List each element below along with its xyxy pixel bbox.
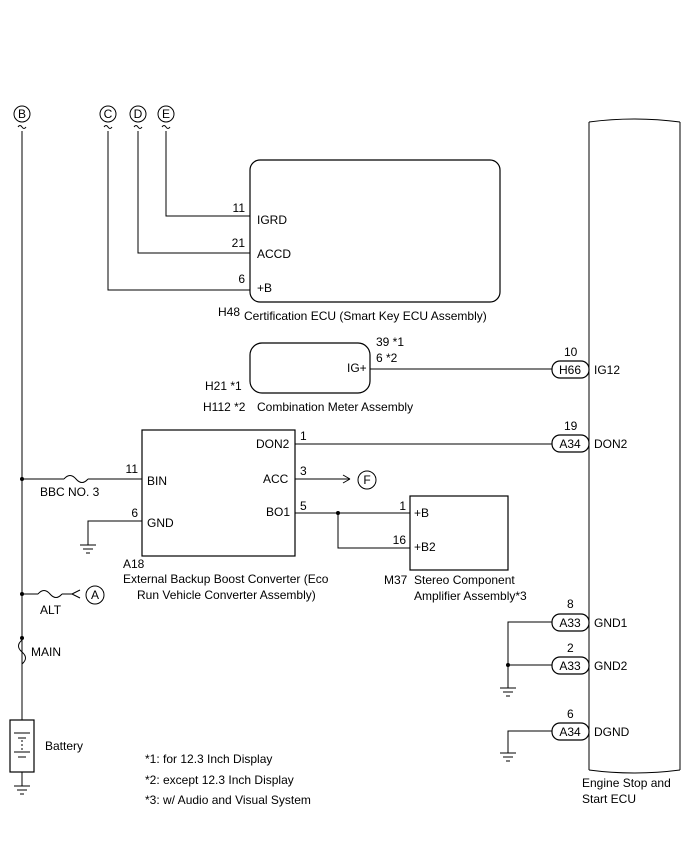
connector-e: E <box>157 105 175 129</box>
converter-code: A18 <box>123 557 145 571</box>
engine-pin-gnd2: A33 2 GND2 <box>551 641 628 675</box>
meter-code-2: H112 *2 <box>203 400 246 414</box>
battery-symbol: Battery <box>9 719 83 795</box>
engine_ecu-pins-2-conn: A33 <box>559 616 581 630</box>
amp-pin-num-b: 1 <box>399 499 406 513</box>
fuses-main: MAIN <box>31 645 61 659</box>
amp-pin-num-b2: 16 <box>393 533 407 547</box>
meter-pin-num-1: 39 *1 <box>376 335 404 349</box>
cert-pin-label-b: +B <box>257 281 272 295</box>
wire-c-b <box>107 131 250 291</box>
engine-pin-dgnd: A34 6 DGND <box>551 707 630 741</box>
engine-ecu-name-line1: Engine Stop and <box>582 776 671 790</box>
fuse-bbc-no3: BBC NO. 3 <box>22 475 142 499</box>
conv-pin-label-bo1: BO1 <box>266 505 290 519</box>
wire-gnd1-gnd2 <box>507 621 552 688</box>
engine_ecu-pins-3-num: 2 <box>567 641 574 655</box>
amp-pin-label-b: +B <box>414 506 429 520</box>
converter-name-line1: External Backup Boost Converter (Eco <box>123 572 329 586</box>
note-1: *1: for 12.3 Inch Display <box>145 752 272 766</box>
cert-pin-num-igrd: 11 <box>233 201 246 215</box>
fuse-main: MAIN <box>18 639 61 665</box>
wire-conv-gnd <box>87 520 142 545</box>
cert-ecu-name: Certification ECU (Smart Key ECU Assembl… <box>244 309 487 323</box>
conv-pin-label-bin: BIN <box>147 474 167 488</box>
connectors-f: F <box>363 473 370 487</box>
engine-ecu-name-line2: Start ECU <box>582 792 636 806</box>
wire-dgnd <box>507 730 552 753</box>
engine_ecu-pins-1-conn: A34 <box>559 437 581 451</box>
cert-pin-num-b: 6 <box>238 272 245 286</box>
combination-meter-box <box>249 342 371 394</box>
cert-ecu-code: H48 <box>218 305 240 319</box>
connector-f: F <box>357 470 377 490</box>
fuse-alt: ALT <box>22 589 81 617</box>
conv-pin-label-don2: DON2 <box>256 437 290 451</box>
note-2: *2: except 12.3 Inch Display <box>145 773 294 787</box>
amp-name-line2: Amplifier Assembly*3 <box>414 589 527 603</box>
engine_ecu-pins-4-label: DGND <box>594 725 630 739</box>
meter-code-1: H21 *1 <box>205 379 242 393</box>
engine_ecu-pins-3-label: GND2 <box>594 659 628 673</box>
amp-name-line1: Stereo Component <box>414 573 515 587</box>
conv-pin-num-bin: 11 <box>126 462 139 476</box>
cert-pin-label-igrd: IGRD <box>257 213 287 227</box>
connector-b: B <box>13 105 31 129</box>
engine-pin-gnd1: A33 8 GND1 <box>551 597 628 632</box>
engine_ecu-pins-1-label: DON2 <box>594 437 628 451</box>
wire-d-accd <box>137 131 250 254</box>
amp-pin-label-b2: +B2 <box>414 540 436 554</box>
engine-pin-don2: A34 19 DON2 <box>551 419 628 453</box>
conv-pin-label-gnd: GND <box>147 516 174 530</box>
engine_ecu-pins-4-num: 6 <box>567 707 574 721</box>
wire-bo1-b2 <box>337 513 410 549</box>
fuses-alt: ALT <box>40 603 62 617</box>
engine_ecu-pins-0-conn: H66 <box>559 363 581 377</box>
engine_ecu-pins-0-num: 10 <box>564 345 578 359</box>
connector-d: D <box>129 105 147 129</box>
conv-pin-num-don2: 1 <box>300 429 307 443</box>
wire-e-igrd <box>165 131 250 217</box>
converter-name-line2: Run Vehicle Converter Assembly) <box>137 588 316 602</box>
connectors-c: C <box>104 107 113 121</box>
fuses-bbc: BBC NO. 3 <box>40 485 100 499</box>
connector-a: A <box>85 585 105 605</box>
amplifier-box <box>409 495 509 571</box>
cert-pin-num-accd: 21 <box>232 236 246 250</box>
note-3: *3: w/ Audio and Visual System <box>145 793 311 807</box>
engine_ecu-pins-2-label: GND1 <box>594 616 628 630</box>
engine-pin-ig12: H66 10 IG12 <box>551 345 620 379</box>
connector-c: C <box>99 105 117 129</box>
engine_ecu-pins-4-conn: A34 <box>559 725 581 739</box>
converter-box <box>141 429 296 557</box>
amp-code: M37 <box>384 573 408 587</box>
meter-pin-label: IG+ <box>347 361 367 375</box>
battery: Battery <box>45 739 83 753</box>
conv-pin-num-bo1: 5 <box>300 499 307 513</box>
connectors-a: A <box>91 588 99 602</box>
engine_ecu-pins-0-label: IG12 <box>594 363 620 377</box>
engine_ecu-pins-2-num: 8 <box>567 597 574 611</box>
engine_ecu-pins-3-conn: A33 <box>559 659 581 673</box>
conv-pin-num-gnd: 6 <box>131 506 138 520</box>
certification-ecu-box <box>249 159 501 303</box>
meter-name: Combination Meter Assembly <box>257 400 413 414</box>
connectors-b: B <box>18 107 26 121</box>
conv-pin-num-acc: 3 <box>300 464 307 478</box>
conv-pin-label-acc: ACC <box>263 472 289 486</box>
meter-pin-num-2: 6 *2 <box>376 351 398 365</box>
engine_ecu-pins-1-num: 19 <box>564 419 578 433</box>
cert-pin-label-accd: ACCD <box>257 247 291 261</box>
connectors-d: D <box>134 107 143 121</box>
connectors-e: E <box>162 107 170 121</box>
